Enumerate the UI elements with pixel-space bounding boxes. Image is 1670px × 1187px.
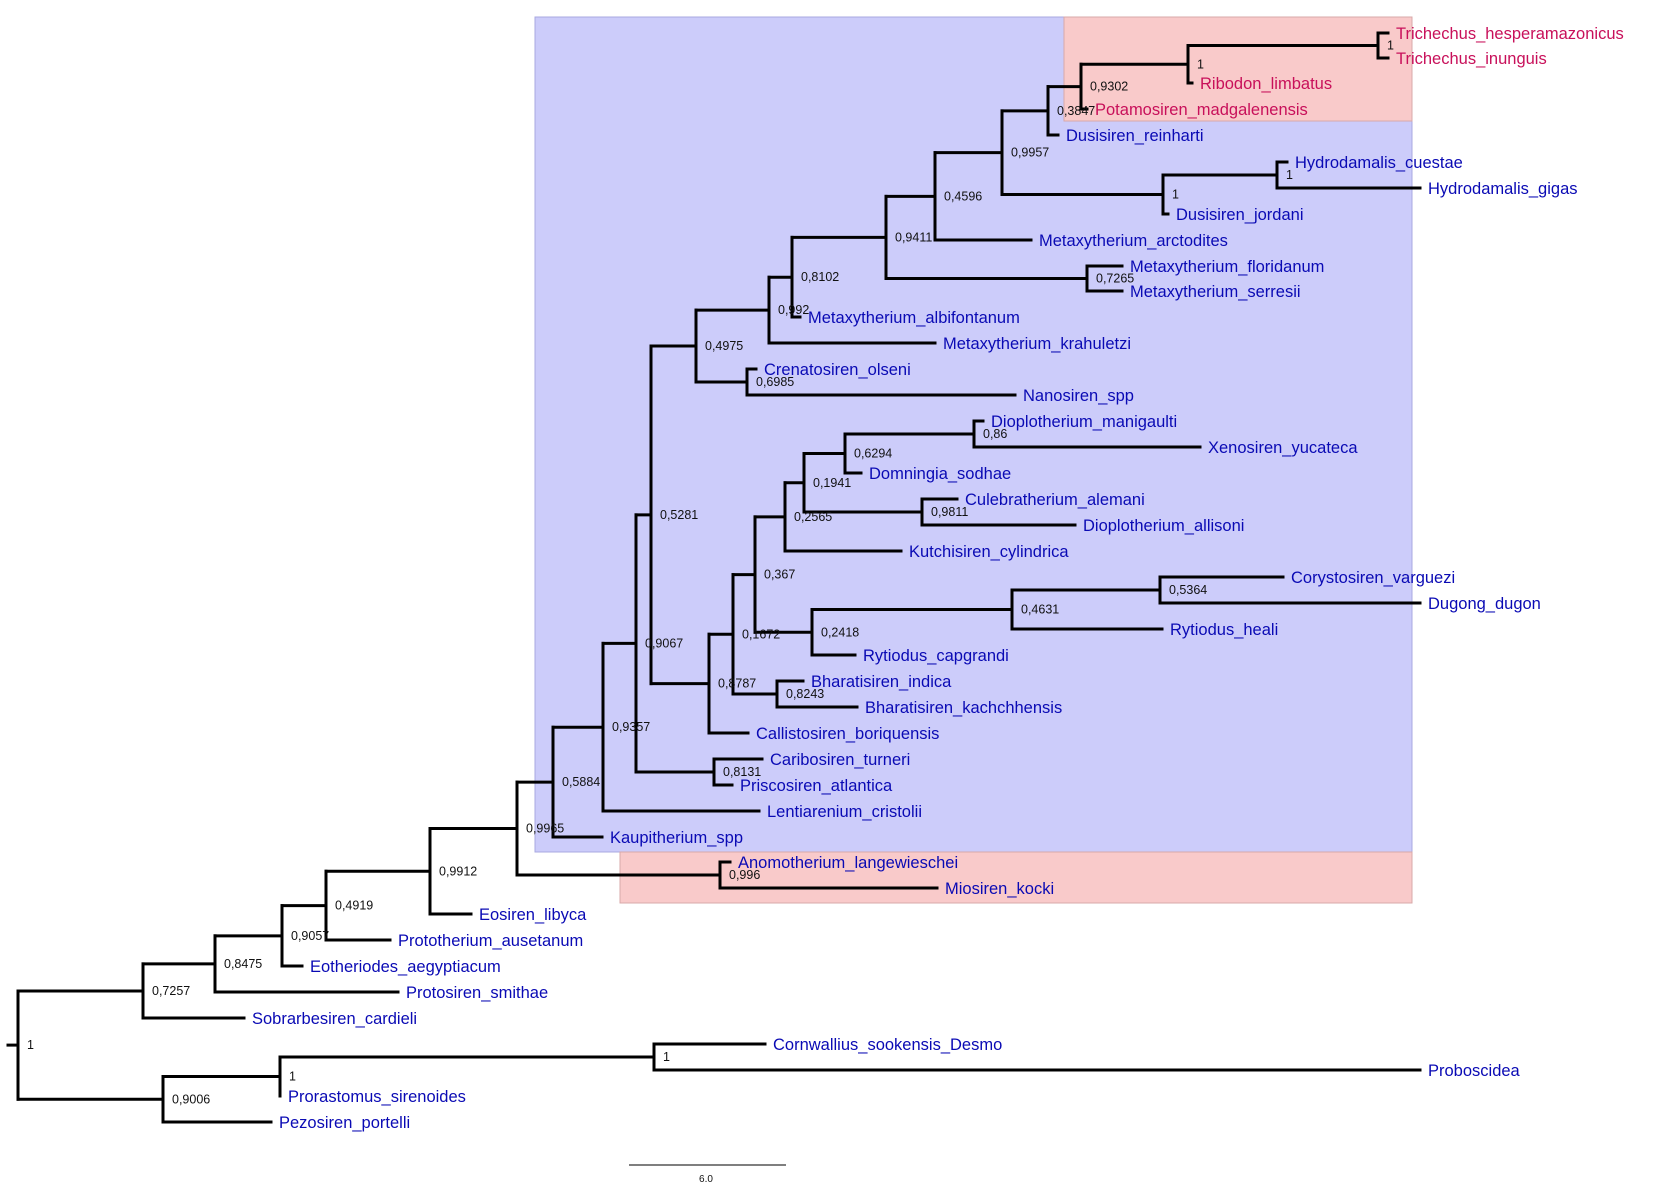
support-value: 0,367 — [764, 568, 795, 582]
tip-label-t17: Xenosiren_yucateca — [1208, 439, 1358, 457]
clade-box-miosireninae — [619, 851, 1413, 904]
tip-label-t30: Priscosiren_atlantica — [740, 777, 893, 795]
tree-branches — [6, 31, 1422, 1124]
support-value: 0,9811 — [931, 505, 968, 519]
tip-label-t34: Miosiren_kocki — [945, 880, 1054, 898]
support-value: 0,6294 — [854, 447, 892, 461]
support-value: 0,2565 — [794, 510, 832, 524]
support-value: 0,9912 — [439, 864, 477, 878]
tip-label-t40: Cornwallius_sookensis_Desmo — [773, 1036, 1002, 1054]
tip-label-t13: Metaxytherium_krahuletzi — [943, 335, 1131, 353]
support-value: 0,8102 — [801, 270, 839, 284]
tip-label-t32: Kaupitherium_spp — [610, 829, 743, 847]
tip-label-t12: Metaxytherium_albifontanum — [808, 309, 1020, 327]
tip-label-t16: Dioplotherium_manigaulti — [991, 413, 1177, 431]
support-value: 1 — [27, 1038, 34, 1052]
support-value: 0,9067 — [645, 636, 683, 650]
support-value: 0,4919 — [335, 899, 373, 913]
support-value: 0,4596 — [944, 189, 982, 203]
node-support-labels: 1 1 0,9302 0,3847 1 1 0,9957 0,4596 0,7265 0,9411… — [27, 39, 1394, 1107]
support-value: 1 — [1387, 39, 1394, 53]
tip-label-t18: Domningia_sodhae — [869, 465, 1011, 483]
tip-label-t22: Corystosiren_varguezi — [1291, 569, 1455, 587]
support-value: 0,4631 — [1021, 603, 1059, 617]
tip-label-t37: Eotheriodes_aegyptiacum — [310, 958, 501, 976]
tip-label-t01: Trichechus_hesperamazonicus — [1396, 25, 1624, 43]
tip-label-t28: Callistosiren_boriquensis — [756, 725, 939, 743]
tip-label-t23: Dugong_dugon — [1428, 595, 1541, 613]
tip-label-t10: Metaxytherium_floridanum — [1130, 258, 1324, 276]
tip-label-t36: Prototherium_ausetanum — [398, 932, 583, 950]
support-value: 0,9302 — [1090, 80, 1128, 94]
tip-label-t41: Proboscidea — [1428, 1062, 1521, 1080]
support-value: 0,5364 — [1169, 583, 1207, 597]
support-value: 0,6985 — [756, 375, 794, 389]
support-value: 1 — [663, 1050, 670, 1064]
tip-label-t21: Kutchisiren_cylindrica — [909, 543, 1069, 561]
support-value: 0,86 — [983, 427, 1007, 441]
tip-label-t11: Metaxytherium_serresii — [1130, 283, 1301, 301]
support-value: 0,9957 — [1011, 146, 1049, 160]
support-value: 0,5884 — [562, 775, 600, 789]
tip-labels: Trichechus_hesperamazonicusTrichechus_in… — [252, 25, 1624, 1132]
support-value: 0,8475 — [224, 957, 262, 971]
support-value: 0,1941 — [813, 476, 851, 490]
tip-label-t42: Prorastomus_sirenoides — [288, 1088, 466, 1106]
scale-bar-label: 6.0 — [699, 1174, 713, 1185]
tip-label-t24: Rytiodus_heali — [1170, 621, 1278, 639]
tip-label-t08: Dusisiren_jordani — [1176, 206, 1303, 224]
tip-label-t43: Pezosiren_portelli — [279, 1114, 410, 1132]
tip-label-t33: Anomotherium_langewieschei — [738, 854, 958, 872]
support-value: 0,8243 — [786, 687, 824, 701]
support-value: 0,992 — [778, 303, 809, 317]
tip-label-t15: Nanosiren_spp — [1023, 387, 1134, 405]
support-value: 0,9006 — [172, 1092, 210, 1106]
tip-label-t20: Dioplotherium_allisoni — [1083, 517, 1244, 535]
support-value: 1 — [1286, 168, 1293, 182]
support-value: 0,1672 — [742, 627, 780, 641]
support-value: 0,8787 — [718, 677, 756, 691]
tip-label-t27: Bharatisiren_kachchhensis — [865, 699, 1062, 717]
support-value: 0,2418 — [821, 625, 859, 639]
support-value: 0,5281 — [660, 508, 698, 522]
tip-label-t04: Potamosiren_madgalenensis — [1095, 101, 1308, 119]
support-value: 0,9411 — [895, 230, 932, 244]
support-value: 0,7257 — [152, 984, 190, 998]
tip-label-t39: Sobrarbesiren_cardieli — [252, 1010, 417, 1028]
tip-label-t25: Rytiodus_capgrandi — [863, 647, 1009, 665]
support-value: 0,996 — [729, 868, 760, 882]
support-value: 0,9357 — [612, 720, 650, 734]
tip-label-t06: Hydrodamalis_cuestae — [1295, 154, 1463, 172]
clade-box-trichechidae — [1063, 16, 1413, 122]
tip-label-t03: Ribodon_limbatus — [1200, 75, 1332, 93]
tip-label-t14: Crenatosiren_olseni — [764, 361, 911, 379]
tip-label-t26: Bharatisiren_indica — [811, 673, 952, 691]
tip-label-t38: Protosiren_smithae — [406, 984, 548, 1002]
support-value: 0,9057 — [291, 929, 329, 943]
tip-label-t29: Caribosiren_turneri — [770, 751, 910, 769]
tip-label-t05: Dusisiren_reinharti — [1066, 127, 1204, 145]
support-value: 0,4975 — [705, 339, 743, 353]
tip-label-t35: Eosiren_libyca — [479, 906, 587, 924]
clade-highlight-boxes — [534, 16, 1413, 904]
support-value: 0,3847 — [1057, 104, 1095, 118]
support-value: 1 — [1172, 188, 1179, 202]
tip-label-t19: Culebratherium_alemani — [965, 491, 1145, 509]
tip-label-t31: Lentiarenium_cristolii — [767, 803, 922, 821]
tip-label-t02: Trichechus_inunguis — [1396, 50, 1547, 68]
support-value: 1 — [1197, 57, 1204, 71]
tip-label-t07: Hydrodamalis_gigas — [1428, 180, 1578, 198]
support-value: 0,8131 — [723, 765, 761, 779]
support-value: 1 — [289, 1070, 296, 1084]
support-value: 0,9965 — [526, 822, 564, 836]
tip-label-t09: Metaxytherium_arctodites — [1039, 232, 1228, 250]
support-value: 0,7265 — [1096, 272, 1134, 286]
scale-bar: 6.0 — [629, 1164, 786, 1185]
